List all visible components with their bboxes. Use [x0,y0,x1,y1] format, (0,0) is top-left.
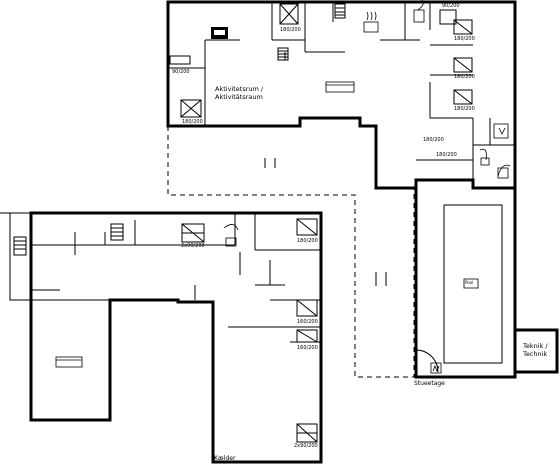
bed-size-label: 180/200 [454,106,475,112]
basement-floor [0,211,323,464]
bed-size-label: 160/200 [297,345,318,351]
bed-size-label: 2x90/200 [294,443,318,449]
teknik-room [513,328,559,374]
shower-icon [493,123,509,139]
pool-label: Pool [465,280,474,285]
bed-size-label: 160/200 [297,319,318,325]
sofa-icon [325,81,355,93]
bed-size-label: 90/200 [442,3,460,9]
car-icon [211,27,228,39]
outline-dashed [167,126,415,378]
room-name-danish: Aktivitetsrum / [215,85,264,93]
bed-size-label: 90/200 [172,69,190,75]
bed-size-label: 180/200 [436,152,457,158]
bed-size-label: 2x90/200 [181,243,205,249]
bed-size-label: 180/200 [297,238,318,244]
pool-area [375,186,517,379]
bed-size-label: 180/200 [423,137,444,143]
ground-floor [166,0,517,190]
bed-size-label: 180/200 [280,27,301,33]
floor-label-ground: Stueetage [414,380,445,387]
pool-badge [463,278,479,289]
shower-icon [497,164,511,179]
floor-label-basement: Kælder [214,455,236,462]
room-label-teknik: Teknik / Technik [523,342,548,358]
sofa-icon [55,356,83,368]
kitchen-hob-icon [363,11,379,33]
toilet-icon [223,224,239,247]
toilet-icon [479,148,490,166]
room-label-aktivitetsrum: Aktivitetsrum / Aktivitätsraum [215,85,263,101]
room-name-danish: Teknik / [523,342,548,350]
room-name-german: Technik [523,350,548,358]
bed-size-label: 180/200 [454,74,475,80]
bed-icons [169,19,473,443]
room-name-german: Aktivitätsraum [215,93,263,101]
bed-size-label: 180/200 [182,119,203,125]
sauna-icon [430,362,442,374]
bed-size-label: 180/200 [454,36,475,42]
toilet-icon [413,0,425,23]
